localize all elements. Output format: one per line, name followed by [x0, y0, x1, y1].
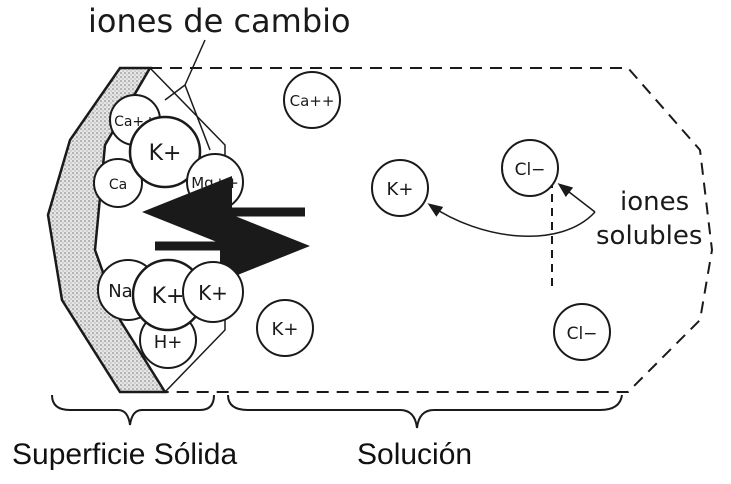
svg-text:K+: K+	[149, 141, 182, 166]
label-exchange-ions: iones de cambio	[88, 2, 351, 40]
svg-text:Ca: Ca	[109, 177, 127, 193]
svg-text:K+: K+	[387, 179, 414, 200]
svg-text:Mg++: Mg++	[191, 174, 239, 192]
caption-solid-surface: Superficie Sólida	[12, 438, 238, 471]
solution-ion-cl1: Cl−	[501, 139, 559, 197]
solution-ion-ca: Ca++	[283, 71, 341, 129]
solution-ion-k2: K+	[256, 299, 314, 357]
svg-text:H+: H+	[154, 332, 183, 353]
svg-text:Ca++: Ca++	[290, 92, 335, 110]
svg-text:Cl−: Cl−	[567, 324, 598, 344]
svg-text:K+: K+	[198, 281, 228, 305]
svg-text:K+: K+	[152, 284, 185, 309]
brace-solid	[51, 394, 215, 426]
surface-ion-k2: K+	[131, 258, 205, 332]
exchange-arrows	[142, 176, 310, 282]
solution-ion-cl2: Cl−	[553, 303, 611, 361]
solution-ion-k1: K+	[371, 159, 429, 217]
surface-ion-mg: Mg++	[186, 153, 244, 211]
surface-ion-ca2: Ca	[93, 158, 143, 208]
caption-solution: Solución	[357, 438, 473, 471]
solution-boundary	[150, 67, 714, 393]
svg-text:K+: K+	[272, 319, 299, 340]
label-soluble-ions-2: solubles	[596, 221, 702, 251]
callout-exchange	[164, 39, 211, 151]
surface-ion-k3: K+	[182, 261, 244, 323]
svg-text:Cl−: Cl−	[515, 160, 546, 180]
label-soluble-ions-1: iones	[620, 187, 689, 217]
brace-solution	[227, 394, 623, 429]
callout-soluble	[427, 183, 596, 237]
